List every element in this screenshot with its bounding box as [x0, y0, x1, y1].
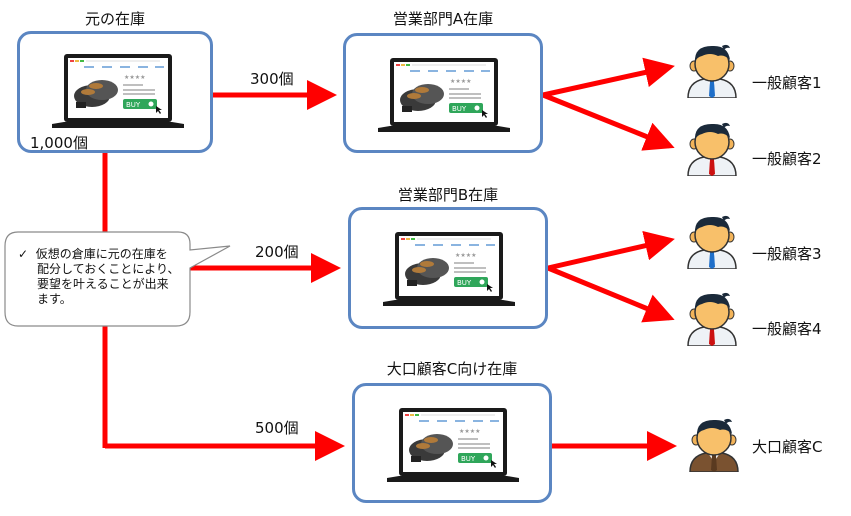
check-icon: ✓ [18, 247, 29, 261]
customer-4-label: 一般顧客4 [752, 320, 822, 338]
person-blue-tie-icon [687, 215, 737, 270]
svg-text:★★★★: ★★★★ [459, 428, 481, 435]
source-inventory-box[interactable]: ★★★★ BUY [17, 31, 213, 153]
callout-line: 配分しておくことにより、 [37, 262, 180, 276]
person-red-tie-icon [687, 122, 737, 177]
callout-line: 仮想の倉庫に元の在庫を [35, 247, 168, 261]
warehouse-c-box[interactable]: ★★★★ BUY [352, 383, 552, 503]
customer-1-label: 一般顧客1 [752, 74, 822, 92]
customer-4-avatar [684, 292, 740, 350]
customer-2-avatar [684, 122, 740, 180]
source-quantity: 1,000個 [30, 134, 88, 152]
arrow-b-cust3 [547, 230, 675, 271]
svg-text:★★★★: ★★★★ [455, 252, 477, 259]
svg-text:★★★★: ★★★★ [450, 78, 472, 85]
customer-c-label: 大口顧客C [752, 438, 823, 456]
customer-2-label: 一般顧客2 [752, 150, 822, 168]
arrow-a-cust2 [542, 92, 675, 151]
customer-c-avatar [686, 418, 742, 476]
laptop-icon: ★★★★ BUY [385, 406, 521, 486]
callout-text: ✓ 仮想の倉庫に元の在庫を 配分しておくことにより、 要望を叶えることが出来 ま… [18, 247, 180, 307]
laptop-icon: ★★★★ BUY [376, 56, 512, 136]
laptop-icon: ★★★★ BUY [381, 230, 517, 310]
laptop-icon: ★★★★ BUY [50, 52, 186, 132]
warehouse-a-title: 営業部門A在庫 [392, 10, 494, 28]
buy-button-label: BUY [461, 455, 476, 463]
buy-button-label: BUY [452, 105, 467, 113]
svg-text:★★★★: ★★★★ [124, 74, 146, 81]
warehouse-b-title: 営業部門B在庫 [397, 186, 499, 204]
person-brown-suit-icon [689, 418, 739, 473]
allocation-c: 500個 [255, 419, 299, 437]
person-red-tie-icon [687, 292, 737, 347]
customer-3-label: 一般顧客3 [752, 245, 822, 263]
warehouse-c-title: 大口顧客C向け在庫 [386, 360, 518, 378]
person-blue-tie-icon [687, 44, 737, 99]
customer-1-avatar [684, 44, 740, 102]
arrow-a-cust1 [542, 57, 675, 98]
callout-line: ます。 [37, 292, 72, 306]
source-title: 元の在庫 [84, 10, 145, 28]
callout-line: 要望を叶えることが出来 [37, 277, 169, 291]
warehouse-b-box[interactable]: ★★★★ BUY [348, 207, 548, 329]
buy-button-label: BUY [457, 279, 472, 287]
allocation-a: 300個 [250, 70, 294, 88]
allocation-b: 200個 [255, 243, 299, 261]
customer-3-avatar [684, 215, 740, 273]
buy-button-label: BUY [126, 101, 141, 109]
warehouse-a-box[interactable]: ★★★★ BUY [343, 33, 543, 153]
arrow-b-cust4 [547, 265, 675, 323]
